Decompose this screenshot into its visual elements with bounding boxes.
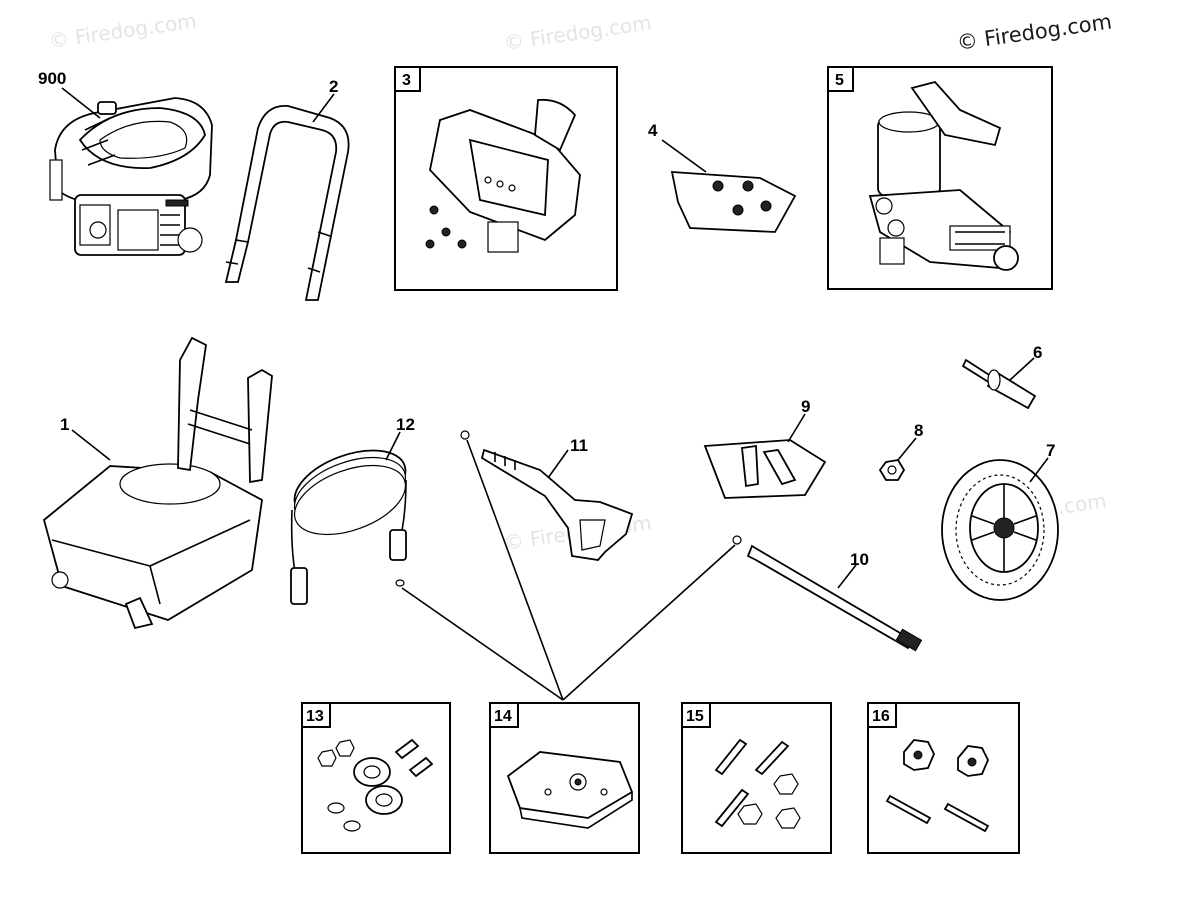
- kit-15-parts-icon: [714, 738, 801, 829]
- wand-callout: 10: [850, 550, 869, 569]
- handle-icon: [224, 105, 350, 301]
- kit-3-tag: [394, 66, 421, 92]
- kit-3-label: 3: [402, 72, 411, 89]
- frame-icon: [42, 336, 273, 630]
- kit-14-connector-lines: [401, 439, 736, 701]
- wand-leader: [837, 564, 857, 589]
- bag-4-callout: 4: [648, 121, 658, 140]
- nut-leader: [897, 437, 917, 461]
- frame-leader: [71, 429, 111, 461]
- kit-5-label: 5: [835, 72, 844, 89]
- wheel-callout: 7: [1046, 441, 1055, 460]
- pump-icon: [868, 80, 1019, 271]
- wheel-icon: [941, 459, 1059, 601]
- kit-16-frame: [867, 702, 1020, 854]
- hose-leader: [385, 431, 401, 461]
- kit-14-part-icon: [506, 751, 634, 829]
- kit-16-label: 16: [872, 708, 890, 725]
- bag-4-leader: [661, 139, 707, 173]
- kit-14-label: 14: [494, 708, 512, 725]
- engine-leader: [61, 87, 101, 119]
- hose-callout: 12: [396, 415, 415, 434]
- bag-9-leader: [787, 413, 806, 443]
- hose-icon: [290, 449, 407, 605]
- engine-icon: [49, 97, 213, 256]
- nut-callout: 8: [914, 421, 923, 440]
- kit-15-label: 15: [686, 708, 704, 725]
- spray-gun-leader: [547, 449, 569, 479]
- kit-13-frame: [301, 702, 451, 854]
- kit-5-tag: [827, 66, 854, 92]
- axle-icon: [961, 358, 1037, 410]
- kit-16-parts-icon: [885, 739, 990, 833]
- watermark-faint-2: © Firedog.com: [502, 10, 653, 54]
- handle-leader: [312, 93, 335, 123]
- spray-gun-callout: 11: [570, 436, 588, 455]
- handle-callout: 2: [329, 77, 338, 96]
- bag-9-callout: 9: [801, 397, 810, 416]
- wand-icon: [732, 535, 923, 652]
- kit-15-tag: [681, 702, 711, 728]
- kit-14-frame: [489, 702, 640, 854]
- engine-callout: 900: [38, 69, 66, 88]
- hardware-bag-4-icon: [670, 171, 797, 233]
- axle-callout: 6: [1033, 343, 1042, 362]
- kit-13-label: 13: [306, 708, 324, 725]
- nut-icon: [878, 459, 906, 481]
- kit-16-tag: [867, 702, 897, 728]
- kit-13-tag: [301, 702, 331, 728]
- watermark-top-right: © Firedog.com: [955, 9, 1113, 55]
- spray-gun-icon: [460, 430, 634, 561]
- frame-callout: 1: [60, 415, 69, 434]
- kit-3-frame: [394, 66, 618, 291]
- kit-14-tag: [489, 702, 519, 728]
- hardware-bag-9-icon: [703, 439, 827, 499]
- kit-15-frame: [681, 702, 832, 854]
- kit-13-parts-icon: [317, 738, 434, 832]
- kit-5-frame: [827, 66, 1053, 290]
- watermark-faint-1: © Firedog.com: [47, 8, 198, 52]
- axle-leader: [1009, 357, 1035, 381]
- wheel-leader: [1029, 457, 1049, 483]
- control-panel-icon: [425, 98, 581, 253]
